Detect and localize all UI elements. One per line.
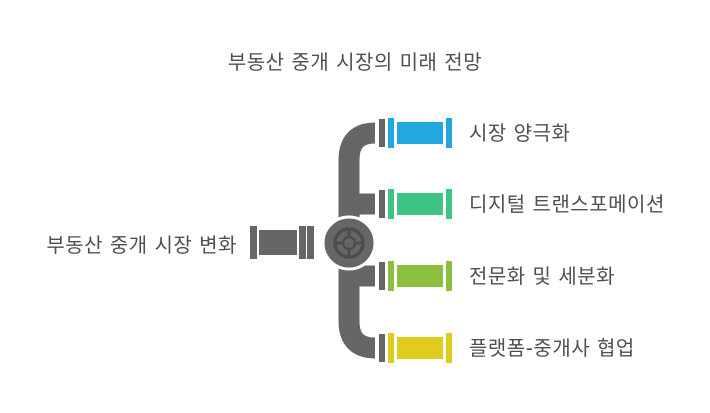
pipe-flange [379, 119, 385, 147]
branch-pipe-segment-1 [379, 118, 452, 148]
valve-wheel-icon [321, 215, 377, 271]
pipe-flange [379, 190, 385, 218]
valve-spokes [335, 229, 363, 257]
branch-pipe-segment-2 [379, 189, 452, 219]
pipe-flange [379, 262, 385, 290]
pipe-body [259, 230, 297, 255]
branch-label-1: 시장 양극화 [469, 121, 571, 145]
pipe-body [397, 193, 443, 215]
pipe-flange [299, 226, 306, 259]
branch-pipe-segment-4 [379, 333, 452, 363]
branch-pipe-segment-3 [379, 261, 452, 291]
pipe-body [397, 122, 443, 144]
pipe-flange [388, 333, 394, 363]
pipe-flange [250, 226, 257, 259]
pipe-flange [446, 189, 452, 219]
pipe-body [397, 337, 443, 359]
pipe-flange [388, 189, 394, 219]
page-title: 부동산 중개 시장의 미래 전망 [227, 50, 483, 74]
root-node-label: 부동산 중개 시장 변화 [46, 233, 237, 257]
pipe-flange [307, 226, 314, 259]
pipe-elbow-bottom-outer [338, 243, 376, 359]
pipe-flange [446, 118, 452, 148]
pipe-elbow-top-outer [338, 122, 376, 243]
pipe-flange [388, 261, 394, 291]
pipe-flange [379, 334, 385, 362]
root-pipe [250, 226, 314, 259]
pipe-body [397, 265, 443, 287]
pipe-flange [388, 118, 394, 148]
valve-hub [341, 235, 357, 251]
pipe-flange [446, 261, 452, 291]
branch-label-3: 전문화 및 세분화 [469, 264, 616, 288]
branch-label-2: 디지털 트랜스포메이션 [469, 192, 665, 216]
branch-label-4: 플랫폼-중개사 협업 [469, 336, 635, 360]
pipe-flange [446, 333, 452, 363]
